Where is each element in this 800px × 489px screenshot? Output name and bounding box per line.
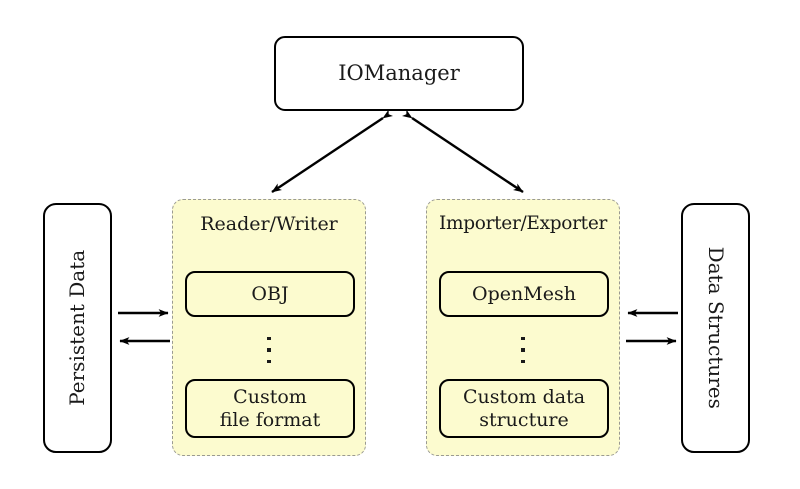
group-reader-writer: Reader/Writer OBJ Custom file format (172, 199, 366, 456)
ellipsis-dot (521, 348, 525, 352)
node-persistent-data-label: Persistent Data (64, 250, 89, 406)
node-custom-data-structure[interactable]: Custom data structure (439, 379, 609, 438)
group-importer-exporter-title: Importer/Exporter (438, 213, 608, 234)
node-obj[interactable]: OBJ (185, 271, 355, 317)
ellipsis-dot (521, 359, 525, 363)
node-openmesh[interactable]: OpenMesh (439, 271, 609, 317)
arrow-iomanager-importerexporter (402, 109, 524, 193)
ellipsis-dot (267, 359, 271, 363)
ellipsis-dot (267, 337, 271, 341)
node-custom-file-format[interactable]: Custom file format (185, 379, 355, 438)
group-reader-writer-title: Reader/Writer (200, 213, 338, 235)
node-persistent-data[interactable]: Persistent Data (43, 203, 112, 453)
ellipsis-dot (521, 337, 525, 341)
node-data-structures[interactable]: Data Structures (681, 203, 750, 453)
node-iomanager-label: IOManager (338, 61, 460, 86)
node-custom-data-structure-label: Custom data structure (462, 386, 586, 431)
group-importer-exporter: Importer/Exporter OpenMesh Custom data s… (426, 199, 620, 456)
ellipsis-importer-exporter (427, 328, 619, 372)
ellipsis-dot (267, 348, 271, 352)
node-iomanager[interactable]: IOManager (274, 36, 524, 111)
arrow-iomanager-readerwriter (271, 109, 393, 193)
node-openmesh-label: OpenMesh (472, 282, 576, 305)
ellipsis-reader-writer (173, 328, 365, 372)
node-custom-file-format-label: Custom file format (219, 386, 321, 431)
node-obj-label: OBJ (251, 282, 289, 305)
node-data-structures-label: Data Structures (704, 246, 729, 410)
